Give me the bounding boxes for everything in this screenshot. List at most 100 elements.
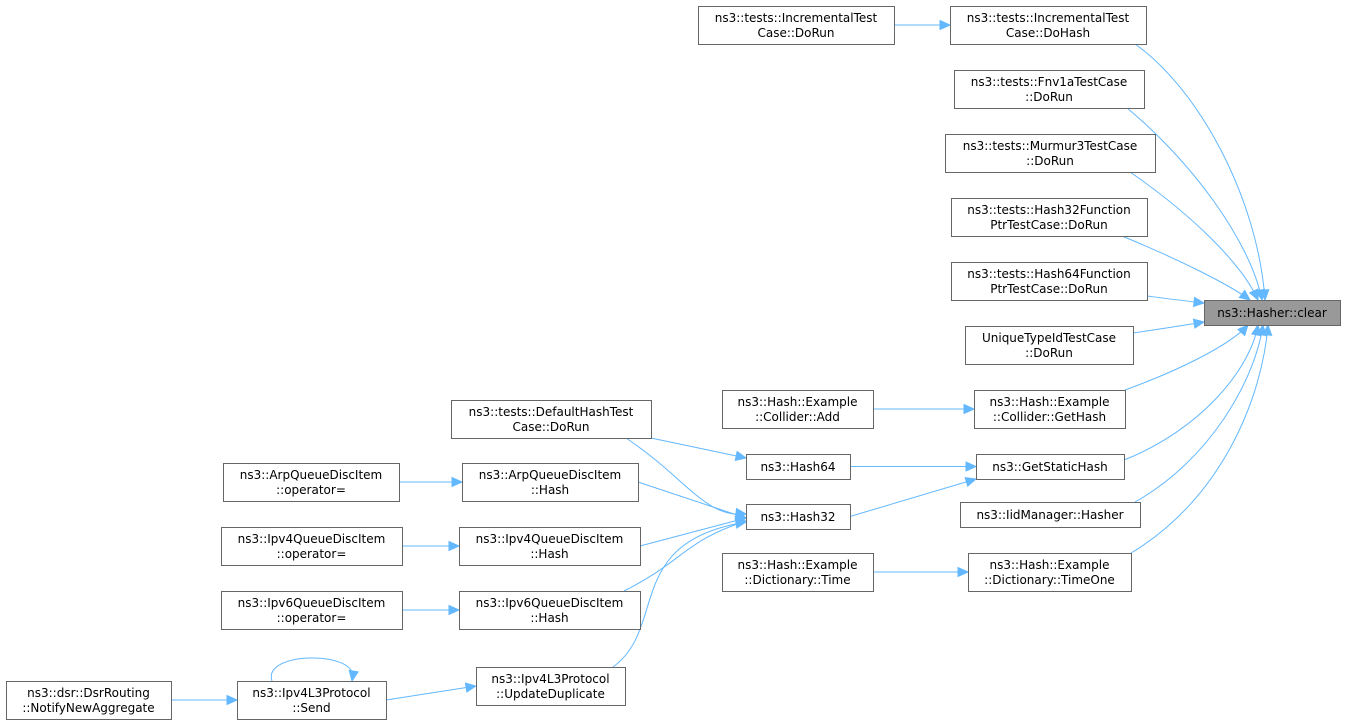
edge-getStatic-to-clear — [1123, 324, 1259, 461]
edge-arpOp-to-arpHash-arrowhead — [451, 476, 464, 488]
edge-unique-to-clear — [1132, 321, 1205, 334]
edge-hash32-to-getStatic — [849, 478, 977, 517]
node-ipv6Op-box — [221, 591, 403, 630]
edge-colGetHash-to-clear — [1124, 324, 1249, 391]
node-h64fp-box — [951, 262, 1148, 301]
node-incDoRun-label-line-1: Case::DoRun — [757, 26, 834, 40]
node-arpHash-label-line-0: ns3::ArpQueueDiscItem — [479, 468, 622, 482]
node-ipv6Op[interactable]: ns3::Ipv6QueueDiscItem::operator= — [221, 591, 403, 630]
edge-incDoRun-to-incDoHash-arrowhead — [939, 19, 952, 31]
node-updDup-label-line-0: ns3::Ipv4L3Protocol — [491, 672, 609, 686]
node-colGetHash-label-line-0: ns3::Hash::Example — [990, 395, 1110, 409]
edge-arpHash-to-hash32 — [637, 481, 747, 519]
node-hash32[interactable]: ns3::Hash32 — [746, 504, 851, 530]
node-dsr[interactable]: ns3::dsr::DsrRouting::NotifyNewAggregate — [6, 681, 172, 720]
node-murmur-box — [945, 134, 1156, 173]
node-clear[interactable]: ns3::Hasher::clear — [1204, 300, 1341, 326]
edge-hash64-to-getStatic-arrowhead — [965, 461, 978, 472]
node-ipv4Op-label-line-1: ::operator= — [277, 547, 347, 561]
edge-send-to-updDup-arrowhead — [464, 682, 478, 693]
edge-timeOne-to-clear-arrowhead — [1261, 323, 1273, 336]
node-h64fp-label-line-1: PtrTestCase::DoRun — [990, 282, 1108, 296]
node-dictTime-label-line-1: ::Dictionary::Time — [744, 573, 850, 587]
edge-h64fp-to-clear-arrowhead — [1193, 296, 1206, 308]
node-timeOne[interactable]: ns3::Hash::Example::Dictionary::TimeOne — [968, 553, 1132, 592]
node-arpHash-box — [462, 463, 639, 502]
node-dictTime[interactable]: ns3::Hash::Example::Dictionary::Time — [722, 553, 874, 592]
node-ipv4Hash-label-line-0: ns3::Ipv4QueueDiscItem — [476, 532, 624, 546]
node-unique-box — [965, 326, 1134, 365]
node-dsr-label-line-1: ::NotifyNewAggregate — [22, 701, 154, 715]
node-colAdd-label-line-1: ::Collider::Add — [755, 410, 840, 424]
node-defHash-box — [451, 400, 652, 439]
node-hash32-box — [746, 504, 851, 530]
node-murmur-label-line-0: ns3::tests::Murmur3TestCase — [963, 139, 1138, 153]
node-arpOp[interactable]: ns3::ArpQueueDiscItem::operator= — [223, 463, 400, 502]
node-ipv4Op-label-line-0: ns3::Ipv4QueueDiscItem — [238, 532, 386, 546]
edge-ipv6Hash-to-hash32 — [623, 520, 747, 592]
node-h32fp-box — [951, 198, 1148, 237]
node-ipv4Op[interactable]: ns3::Ipv4QueueDiscItem::operator= — [221, 527, 403, 566]
node-defHash-label-line-1: Case::DoRun — [512, 420, 589, 434]
node-h64fp-label-line-0: ns3::tests::Hash64Function — [967, 267, 1131, 281]
nodes-layer: ns3::Hasher::clear ns3::tests::Incrementa… — [6, 6, 1341, 720]
node-arpOp-label-line-1: ::operator= — [276, 483, 346, 497]
node-h32fp[interactable]: ns3::tests::Hash32FunctionPtrTestCase::D… — [951, 198, 1148, 237]
node-ipv6Hash-label-line-0: ns3::Ipv6QueueDiscItem — [476, 596, 624, 610]
node-incDoRun-label-line-0: ns3::tests::IncrementalTest — [715, 11, 878, 25]
node-colAdd[interactable]: ns3::Hash::Example::Collider::Add — [722, 390, 874, 429]
node-unique[interactable]: UniqueTypeIdTestCase::DoRun — [965, 326, 1134, 365]
edge-send-to-send-arrowhead — [348, 669, 359, 683]
edge-send-to-updDup — [385, 685, 477, 701]
node-colGetHash-box — [974, 390, 1126, 429]
node-getStatic-label-line-0: ns3::GetStaticHash — [992, 460, 1108, 474]
edges-layer — [171, 19, 1273, 706]
edge-send-to-send — [270, 657, 353, 682]
node-send[interactable]: ns3::Ipv4L3Protocol::Send — [237, 681, 387, 720]
node-updDup[interactable]: ns3::Ipv4L3Protocol::UpdateDuplicate — [476, 667, 626, 706]
node-ipv6Hash-box — [459, 591, 641, 630]
node-timeOne-label-line-1: ::Dictionary::TimeOne — [984, 573, 1115, 587]
node-arpOp-box — [223, 463, 400, 502]
node-clear-label-line-0: ns3::Hasher::clear — [1217, 306, 1327, 320]
node-ipv6Op-label-line-1: ::operator= — [277, 611, 347, 625]
node-iid-label-line-0: ns3::IidManager::Hasher — [976, 508, 1123, 522]
node-iid[interactable]: ns3::IidManager::Hasher — [960, 502, 1141, 528]
node-updDup-label-line-1: ::UpdateDuplicate — [496, 687, 605, 701]
node-colGetHash[interactable]: ns3::Hash::Example::Collider::GetHash — [974, 390, 1126, 429]
node-ipv4Hash-label-line-1: ::Hash — [530, 547, 568, 561]
node-send-label-line-1: ::Send — [292, 701, 330, 715]
node-getStatic[interactable]: ns3::GetStaticHash — [976, 454, 1125, 480]
node-hash64-box — [746, 454, 851, 480]
node-hash64-label-line-0: ns3::Hash64 — [760, 460, 835, 474]
node-murmur[interactable]: ns3::tests::Murmur3TestCase::DoRun — [945, 134, 1156, 173]
node-ipv6Hash[interactable]: ns3::Ipv6QueueDiscItem::Hash — [459, 591, 641, 630]
node-fnv[interactable]: ns3::tests::Fnv1aTestCase::DoRun — [954, 70, 1145, 109]
edge-iid-to-clear — [1134, 324, 1264, 503]
node-ipv6Op-label-line-0: ns3::Ipv6QueueDiscItem — [238, 596, 386, 610]
node-getStatic-box — [976, 454, 1125, 480]
node-timeOne-box — [968, 553, 1132, 592]
edge-defHash-to-hash64 — [650, 437, 747, 459]
node-incDoHash-label-line-1: Case::DoHash — [1006, 26, 1090, 40]
node-incDoHash-box — [950, 6, 1147, 45]
node-arpHash[interactable]: ns3::ArpQueueDiscItem::Hash — [462, 463, 639, 502]
node-ipv4Hash-box — [459, 527, 641, 566]
node-ipv6Hash-label-line-1: ::Hash — [530, 611, 568, 625]
edge-updDup-to-hash32 — [612, 521, 747, 668]
node-ipv4Hash[interactable]: ns3::Ipv4QueueDiscItem::Hash — [459, 527, 641, 566]
node-hash64[interactable]: ns3::Hash64 — [746, 454, 851, 480]
edge-murmur-to-clear-arrowhead — [1248, 288, 1259, 302]
node-dictTime-label-line-0: ns3::Hash::Example — [738, 558, 858, 572]
node-updDup-box — [476, 667, 626, 706]
node-unique-label-line-1: ::DoRun — [1025, 346, 1073, 360]
edge-colGetHash-to-clear-arrowhead — [1237, 324, 1249, 337]
node-h64fp[interactable]: ns3::tests::Hash64FunctionPtrTestCase::D… — [951, 262, 1148, 301]
edge-h32fp-to-clear-arrowhead — [1238, 289, 1251, 301]
node-dsr-box — [6, 681, 172, 720]
node-arpHash-label-line-1: ::Hash — [531, 483, 569, 497]
node-clear-box — [1204, 300, 1341, 326]
